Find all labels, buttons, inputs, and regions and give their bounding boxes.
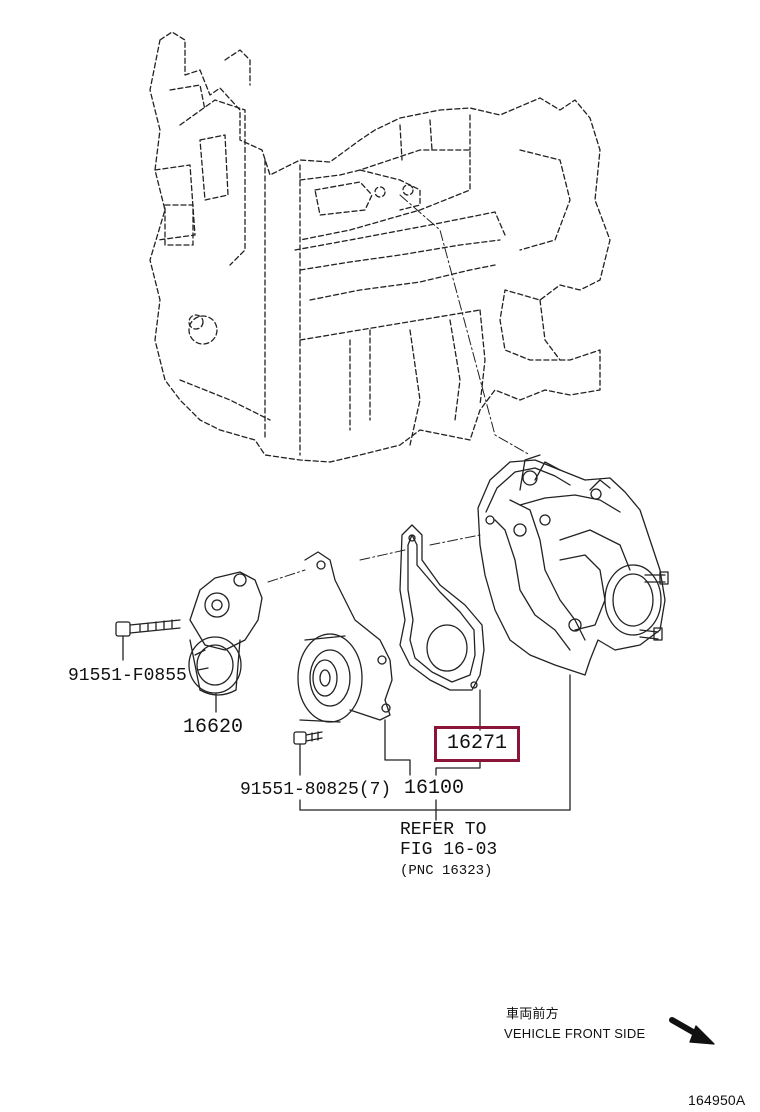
projection-lines	[267, 194, 531, 583]
bolt-80825	[293, 731, 323, 776]
label-bolt-f0855[interactable]: 91551-F0855	[68, 666, 187, 686]
water-pump-assembly	[477, 454, 669, 811]
gasket-16271	[399, 524, 485, 731]
refer-line-3: (PNC 16323)	[400, 863, 493, 879]
refer-line-1: REFER TO	[400, 820, 487, 840]
front-direction-arrow	[669, 1017, 715, 1045]
label-gasket[interactable]: 16271	[447, 732, 508, 755]
bolt-f0855	[115, 619, 181, 661]
refer-line-2: FIG 16-03	[400, 840, 498, 860]
idler-pulley	[297, 551, 411, 776]
label-tensioner[interactable]: 16620	[183, 716, 244, 739]
orientation-jp: 車両前方	[506, 1006, 559, 1021]
label-bolt-80825[interactable]: 91551-80825(7)	[240, 780, 392, 800]
engine-block-outline	[149, 31, 611, 463]
label-pump-assy[interactable]: 16100	[404, 777, 465, 800]
tensioner-assembly	[188, 571, 263, 713]
highlight-box-16271[interactable]	[434, 726, 520, 762]
orientation-en: VEHICLE FRONT SIDE	[504, 1026, 646, 1041]
figure-id: 164950A	[688, 1092, 746, 1108]
